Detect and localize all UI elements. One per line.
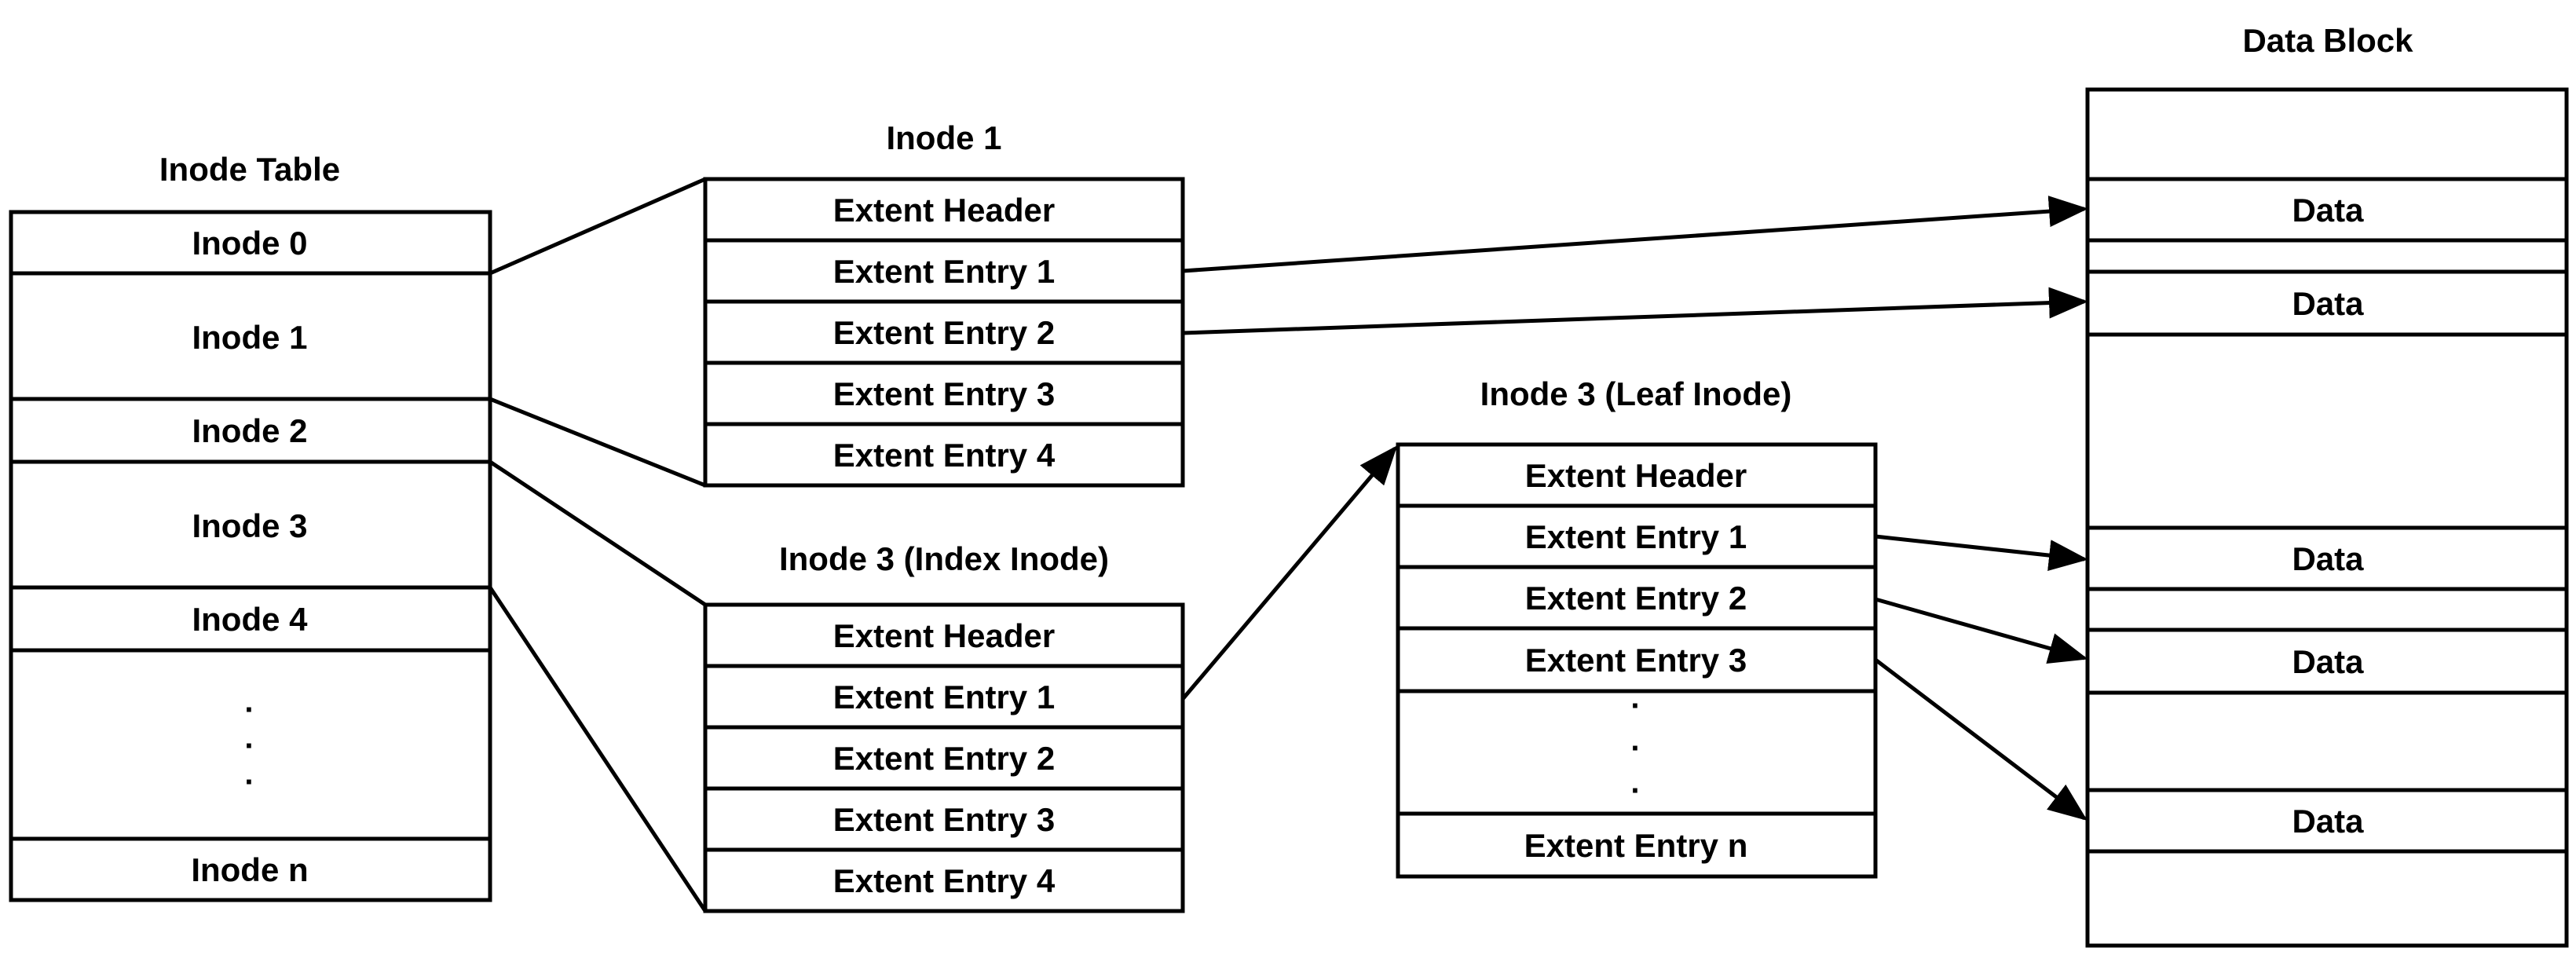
data-block-segment: Data [2085,525,2569,591]
zoom-line [488,586,708,913]
extent-row-label: Extent Entry 2 [1525,580,1747,617]
inode3-index-extent-box: Inode 3 (Index Inode) Extent Header Exte… [703,540,1185,913]
zoom-line [489,397,706,488]
extent-row-label: Extent Header [1525,457,1747,494]
inode3-leaf-title: Inode 3 (Leaf Inode) [1480,375,1792,412]
extent-row: Extent Entry 1 [703,664,1185,730]
data-block-segment: Data [2085,788,2569,854]
data-block-segment [2085,690,2569,792]
data-label: Data [2292,540,2364,577]
extent-row-label: Extent Entry 4 [833,437,1056,474]
inode3-index-title: Inode 3 (Index Inode) [779,540,1109,577]
extent-row: Extent Entry 2 [1396,565,1878,631]
inode1-extent-box: Inode 1 Extent Header Extent Entry 1 Ext… [703,119,1185,488]
extent-row: Extent Entry n [1396,811,1878,879]
extent-row-label: Extent Entry 3 [833,801,1055,838]
inode-table-title: Inode Table [159,151,340,188]
data-block-segment [2085,587,2569,632]
zoom-line [488,459,707,607]
extent-row-label: Extent Entry 1 [833,679,1055,715]
data-label: Data [2292,285,2364,322]
inode-table-row-label: Inode 0 [192,225,307,262]
data-label: Data [2292,192,2364,229]
data-block-segment [2085,238,2569,274]
ellipsis-dot: · [1630,731,1641,766]
inode-table-row: Inode n [9,836,492,902]
data-label: Data [2292,643,2364,680]
pointer-arrow [1875,597,2088,664]
data-block: Data Block Data Data Data Data Data [2085,22,2569,948]
extent-row-label: Extent Entry 1 [833,253,1055,290]
extent-row-label: Extent Header [833,192,1055,229]
inode-table-row-label: Inode 3 [192,507,307,544]
extent-row-label: Extent Entry n [1524,827,1748,864]
pointer-arrow [1182,196,2088,273]
data-block-title: Data Block [2242,22,2413,59]
extent-row: Extent Header [703,602,1185,668]
inode-table-row: Inode 3 [9,459,492,590]
extent-row: Extent Entry 1 [703,238,1185,304]
inode-table: Inode Table Inode 0 Inode 1 Inode 2 Inod… [9,151,492,902]
ellipsis-dot: · [244,693,254,727]
inode3-leaf-extent-box: Inode 3 (Leaf Inode) Extent Header Exten… [1396,375,1878,879]
ellipsis-dot: · [244,765,254,800]
extent-row: Extent Entry 3 [703,360,1185,426]
ellipsis-dot: · [1630,774,1641,808]
inode-table-row-label: Inode 4 [192,601,308,638]
pointer-arrow [1874,658,2088,821]
inode-table-row-label: Inode 2 [192,412,307,449]
zoom-line [488,177,707,276]
extent-row-label: Extent Entry 3 [833,375,1055,412]
extent-row-label: Extent Entry 2 [833,314,1055,351]
inode-table-row: · · · [9,648,492,841]
data-block-segment [2085,87,2569,181]
pointer-arrow [1182,287,2088,335]
extent-row-label: Extent Header [833,617,1055,654]
extent-row: Extent Entry 3 [703,786,1185,852]
inode-table-row-label: Inode n [191,851,308,888]
extent-row-label: Extent Entry 4 [833,862,1056,899]
pointer-arrow [1875,534,2088,572]
extent-row: Extent Entry 1 [1396,503,1878,569]
inode-table-row: Inode 1 [9,271,492,401]
extent-row: Extent Entry 2 [703,725,1185,791]
data-block-segment [2085,332,2569,530]
inode-table-row: Inode 0 [9,210,492,276]
extent-row: Extent Entry 4 [703,422,1185,488]
extent-row-label: Extent Entry 2 [833,740,1055,777]
extent-row: Extent Entry 3 [1396,626,1878,693]
data-block-segment: Data [2085,269,2569,337]
data-label: Data [2292,803,2364,840]
extent-row-label: Extent Entry 1 [1525,518,1747,555]
data-block-segment [2085,849,2569,948]
inode-table-row: Inode 2 [9,397,492,464]
inode-table-row-label: Inode 1 [192,319,307,356]
inode-table-row: Inode 4 [9,585,492,653]
extent-row: Extent Entry 4 [703,847,1185,913]
extent-row: Extent Header [703,177,1185,243]
data-block-segment: Data [2085,177,2569,243]
inode1-title: Inode 1 [886,119,1001,156]
pointer-arrow [1181,445,1398,701]
ellipsis-dot: · [1630,689,1641,723]
ellipsis-dot: · [244,729,254,763]
data-block-segment: Data [2085,628,2569,695]
extent-row: Extent Header [1396,442,1878,508]
extent-row: · · · [1396,689,1878,816]
extent-row-label: Extent Entry 3 [1525,642,1747,679]
extent-row: Extent Entry 2 [703,299,1185,365]
